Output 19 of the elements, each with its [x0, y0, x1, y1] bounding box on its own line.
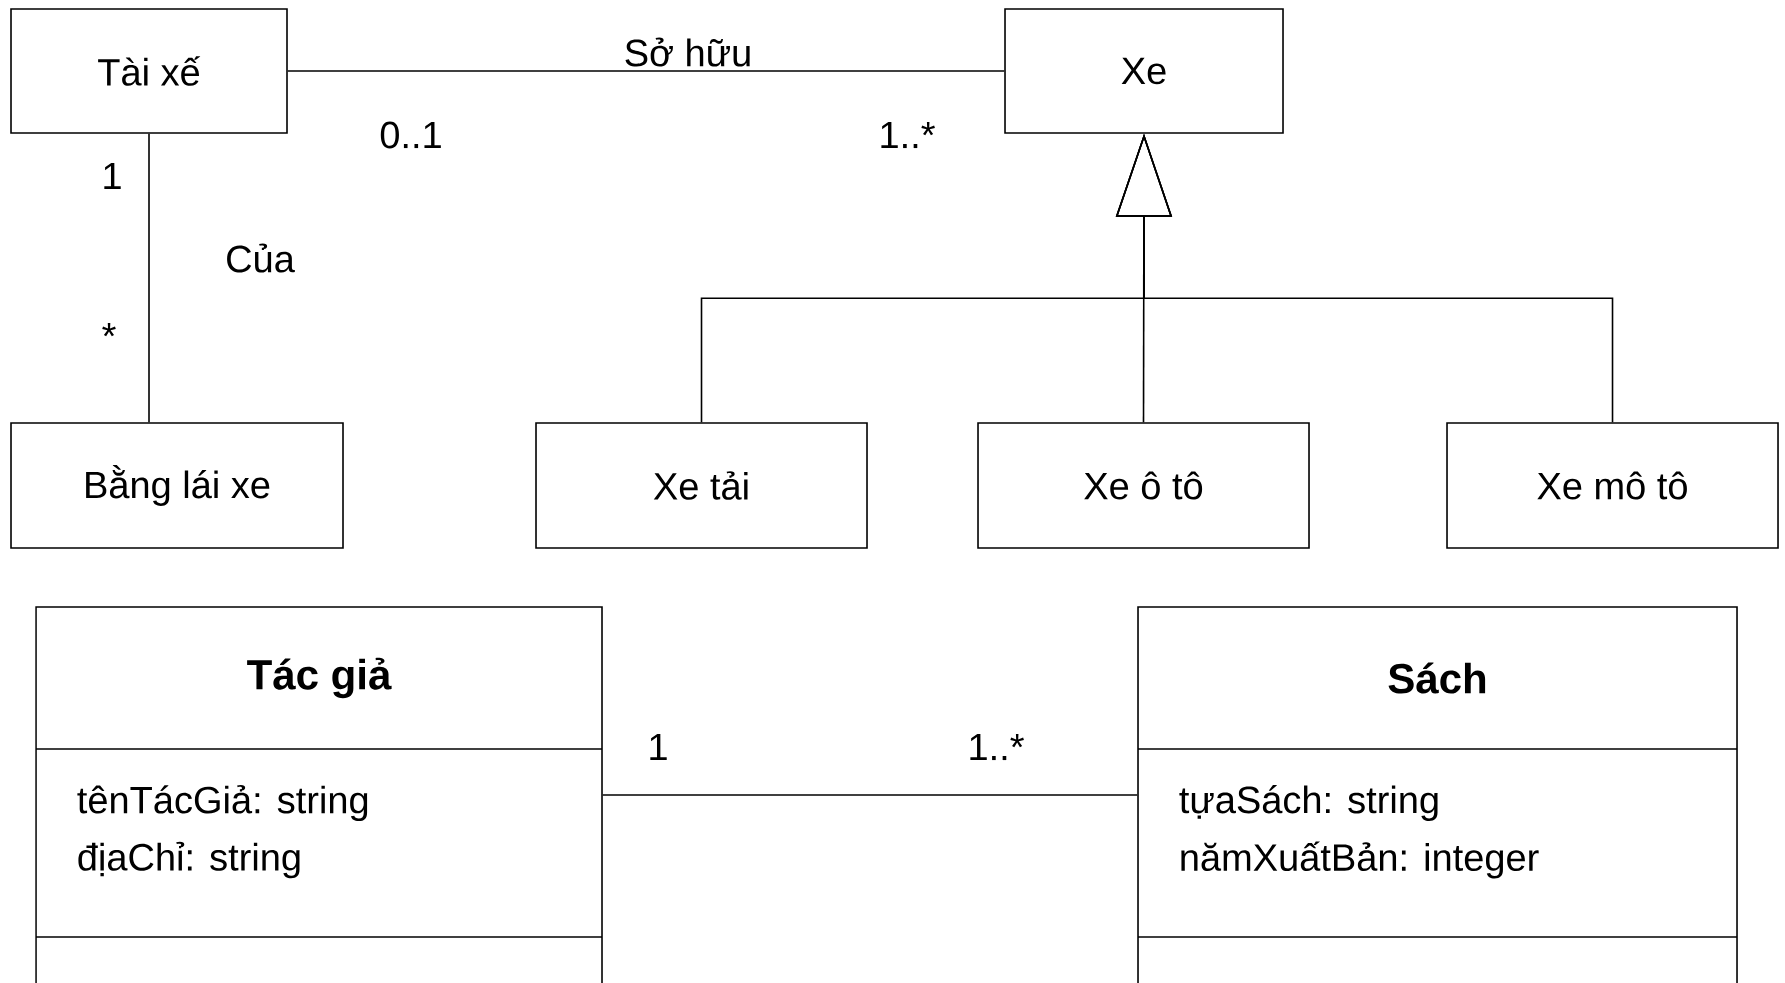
association-line	[287, 70, 1005, 72]
multiplicity-label: 0..1	[380, 121, 441, 149]
class-box: Sách tựaSách: string nămXuấtBản: integer	[1137, 606, 1738, 983]
class-box: Tài xế	[10, 8, 288, 134]
class-box: Xe	[1004, 8, 1284, 134]
multiplicity-label: 1	[104, 162, 121, 190]
edge-label: Sở hữu	[621, 35, 755, 69]
association-line	[602, 794, 1138, 796]
class-box: Xe tải	[535, 422, 868, 549]
edge-label: Của	[223, 241, 297, 275]
multiplicity-label: 1..*	[970, 733, 1024, 761]
class-box: Bằng lái xe	[10, 422, 344, 549]
multiplicity-label: *	[102, 322, 116, 337]
multiplicity-label: 1..*	[881, 121, 935, 149]
class-box: Tác giả tênTácGiả: string địaChỉ: string	[35, 606, 603, 983]
association-line	[148, 133, 150, 423]
class-box: Xe ô tô	[977, 422, 1310, 549]
multiplicity-label: 1	[650, 733, 667, 761]
class-box: Xe mô tô	[1446, 422, 1779, 549]
